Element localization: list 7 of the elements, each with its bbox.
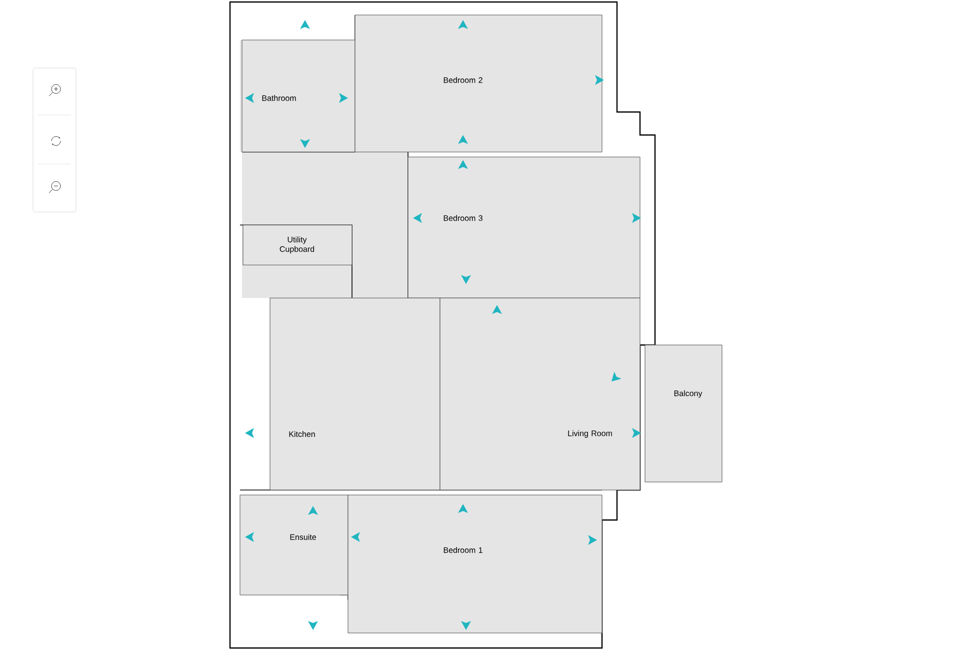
- room: Living Room: [440, 298, 640, 490]
- room: Utility Cupboard: [242, 224, 352, 266]
- room: Bedroom 3: [408, 156, 640, 298]
- room: Ensuite: [240, 494, 348, 596]
- room: Bathroom: [242, 40, 356, 152]
- room: Balcony: [644, 344, 722, 482]
- room: Kitchen: [270, 298, 440, 490]
